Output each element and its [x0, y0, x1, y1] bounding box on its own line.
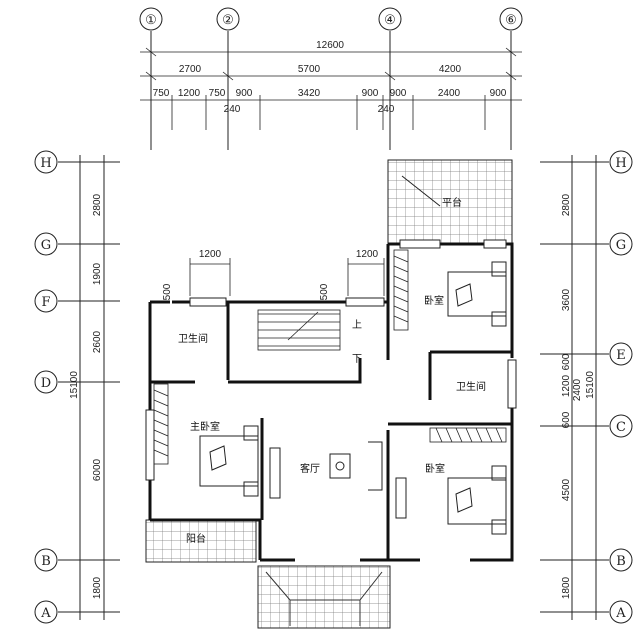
stair-up-label: 上 — [352, 319, 362, 331]
dim-900-a: 900 — [236, 88, 253, 99]
dim-left-total: 15100 — [69, 371, 80, 399]
top-dimension-lines — [140, 47, 522, 130]
dim-right-3600: 3600 — [561, 288, 572, 311]
dim-total-width: 12600 — [316, 40, 344, 51]
dim-right-4500: 4500 — [561, 478, 572, 501]
dim-900-d: 900 — [490, 88, 507, 99]
dim-right-total: 15100 — [585, 371, 596, 399]
terrace-slope-arrow — [401, 175, 441, 207]
axis-label-F-left: F — [41, 295, 50, 310]
dim-2700: 2700 — [179, 64, 202, 75]
dim-500-a: 500 — [162, 283, 173, 300]
axis-label-H-left: H — [40, 156, 51, 171]
dim-left-2800: 2800 — [92, 193, 103, 216]
room-label-bath-left: 卫生间 — [178, 332, 208, 345]
dim-right-2800: 2800 — [561, 193, 572, 216]
terrace-floor — [387, 159, 513, 245]
porch-roof-outline — [265, 571, 383, 626]
dim-right-1200: 1200 — [561, 374, 572, 397]
dim-right-600-a: 600 — [561, 353, 572, 370]
balcony-floor — [145, 519, 257, 563]
dim-240-b: 240 — [378, 104, 395, 115]
room-label-terrace: 平台 — [442, 196, 462, 209]
dim-window-1200-a: 1200 — [199, 249, 222, 260]
window-dimensions — [189, 258, 385, 296]
dim-5700: 5700 — [298, 64, 321, 75]
axis-label-C-right: C — [616, 420, 626, 435]
axis-label-1: ① — [145, 13, 157, 28]
room-label-bedroom-bottom: 卧室 — [425, 462, 445, 475]
axis-label-2: ② — [222, 13, 234, 28]
beds — [199, 261, 507, 535]
axis-label-B-left: B — [41, 554, 51, 569]
entry-porch-floor — [257, 565, 391, 629]
dim-2400: 2400 — [438, 88, 461, 99]
dim-right-2400: 2400 — [572, 378, 583, 401]
dim-left-2600: 2600 — [92, 330, 103, 353]
wardrobes — [153, 249, 507, 465]
dim-window-1200-b: 1200 — [356, 249, 379, 260]
axis-label-6: ⑥ — [505, 13, 517, 28]
dim-left-1900: 1900 — [92, 262, 103, 285]
dim-1200: 1200 — [178, 88, 201, 99]
room-label-master: 主卧室 — [190, 420, 220, 433]
dim-right-600-b: 600 — [561, 411, 572, 428]
dim-750-b: 750 — [209, 88, 226, 99]
room-label-bath-right: 卫生间 — [456, 380, 486, 393]
axis-label-E-right: E — [616, 348, 626, 363]
axis-label-H-right: H — [615, 156, 626, 171]
right-axis-bubbles — [540, 150, 633, 624]
top-axis-bubbles — [139, 7, 523, 150]
axis-label-A-right: A — [615, 606, 626, 621]
axis-label-G-left: G — [41, 238, 51, 253]
dim-900-b: 900 — [362, 88, 379, 99]
windows — [145, 239, 517, 481]
room-label-living: 客厅 — [300, 462, 320, 475]
stair-down-label: 下 — [352, 354, 362, 365]
dim-right-1800: 1800 — [561, 576, 572, 599]
room-label-bedroom-top: 卧室 — [424, 294, 444, 307]
dim-4200: 4200 — [439, 64, 462, 75]
dim-500-b: 500 — [319, 283, 330, 300]
staircase — [257, 309, 341, 351]
axis-label-A-left: A — [40, 606, 51, 621]
axis-label-4: ④ — [384, 13, 396, 28]
dim-750-a: 750 — [153, 88, 170, 99]
living-furniture — [269, 441, 407, 519]
room-label-balcony: 阳台 — [186, 532, 206, 545]
dim-3420: 3420 — [298, 88, 321, 99]
dim-left-1800: 1800 — [92, 576, 103, 599]
axis-label-B-right: B — [616, 554, 626, 569]
axis-label-D-left: D — [41, 376, 51, 391]
dim-240-a: 240 — [224, 104, 241, 115]
axis-label-G-right: G — [616, 238, 626, 253]
left-axis-bubbles — [34, 150, 120, 624]
dim-left-6000: 6000 — [92, 458, 103, 481]
dim-900-c: 900 — [390, 88, 407, 99]
